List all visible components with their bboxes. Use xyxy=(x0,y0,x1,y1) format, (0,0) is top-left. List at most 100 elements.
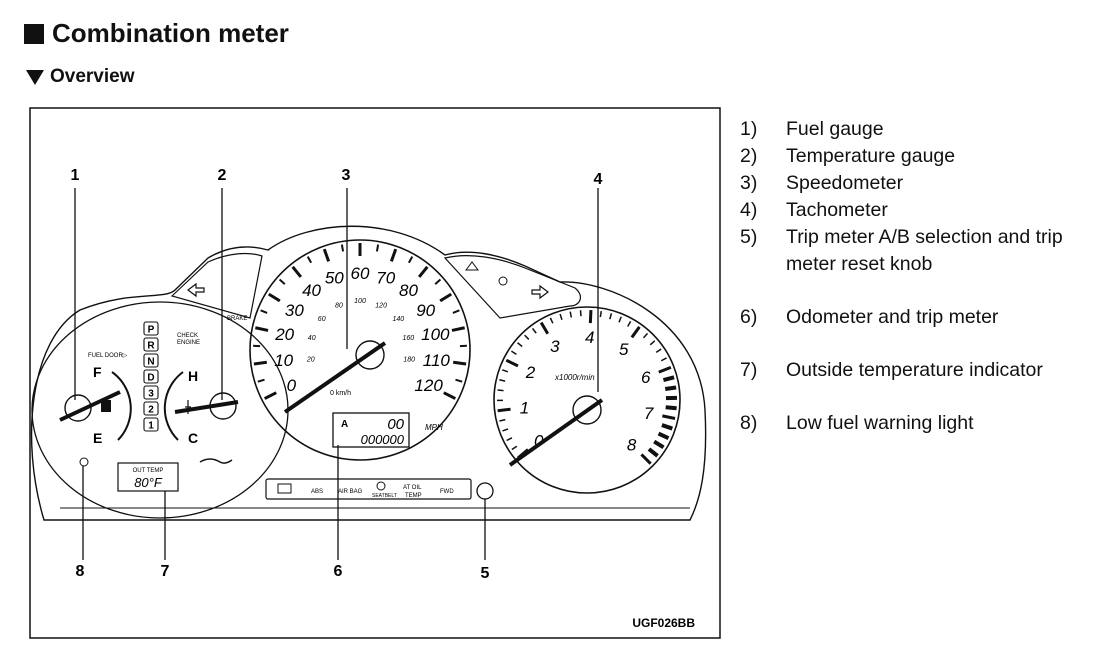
tachometer-tick xyxy=(642,332,649,339)
seatbelt-lamp-label: SEATBELT xyxy=(372,493,397,499)
speedometer-mph-label: 50 xyxy=(325,268,344,287)
legend-item-text: Speedometer xyxy=(786,172,904,194)
legend-item-text: Tachometer xyxy=(786,199,888,221)
tachometer-tick xyxy=(662,414,676,420)
callout-7: 7 xyxy=(161,563,170,580)
tachometer-label: 4 xyxy=(585,328,594,347)
tachometer-tick xyxy=(499,379,506,382)
tachometer-ticks xyxy=(496,310,678,465)
fuel-full-label: F xyxy=(93,364,102,380)
speedometer-tick xyxy=(417,265,429,278)
speedometer-tick xyxy=(452,309,460,314)
gear-label: D xyxy=(147,373,154,384)
speedometer-ticks xyxy=(253,243,467,400)
tachometer-tick xyxy=(653,439,665,450)
left-indicator-panel xyxy=(170,252,263,319)
coolant-temp-icon xyxy=(185,400,191,414)
tachometer-tick xyxy=(559,313,563,321)
gear-label: 3 xyxy=(148,389,154,400)
tachometer-tick xyxy=(599,311,603,318)
tachometer-label: 3 xyxy=(550,337,560,356)
tachometer-tick xyxy=(655,348,662,354)
fuel-gauge-hub xyxy=(64,394,92,422)
tachometer-tick xyxy=(502,428,509,432)
speedometer-tick xyxy=(375,244,380,252)
page-title-text: Combination meter xyxy=(52,18,289,48)
legend-item-text: Odometer and trip meter xyxy=(786,306,999,328)
tachometer-tick xyxy=(647,447,659,458)
tachometer-tick xyxy=(618,316,622,323)
speedometer-tick xyxy=(260,309,268,314)
tachometer-tick xyxy=(657,431,670,441)
outside-temp-display xyxy=(117,462,179,492)
tachometer-tick xyxy=(497,407,511,413)
speedometer-tick xyxy=(291,265,303,278)
gear-box xyxy=(143,353,159,368)
tachometer-label: 7 xyxy=(644,404,654,423)
tachometer-tick xyxy=(665,405,677,411)
tachometer-tick xyxy=(649,340,656,346)
temp-gauge-needle xyxy=(174,400,239,414)
speedometer-mph-label: 90 xyxy=(416,301,435,320)
gear-box xyxy=(143,369,159,384)
mph-unit-label: MPH xyxy=(425,423,443,432)
legend-item: 7)Outside temperature indicator xyxy=(740,357,1100,384)
tachometer-tick xyxy=(517,342,523,348)
speedometer-tick xyxy=(322,248,331,262)
triangle-down-icon xyxy=(26,69,44,85)
speedometer-tick xyxy=(439,292,453,303)
cluster-outline xyxy=(30,225,707,521)
legend-item-number: 3) xyxy=(740,172,758,194)
speedometer-tick xyxy=(340,244,345,252)
callout-5: 5 xyxy=(481,565,490,582)
tachometer-ring xyxy=(493,306,681,494)
legend-item: 5)Trip meter A/B selection and trip mete… xyxy=(740,224,1100,278)
fuel-pump-icon xyxy=(101,400,111,412)
speedometer-kmh-label: 40 xyxy=(308,335,316,342)
callout-numbers: 1 2 3 4 5 6 7 8 xyxy=(71,167,603,582)
check-engine-label-2: ENGINE xyxy=(177,340,200,346)
speedometer-tick xyxy=(434,278,442,285)
gear-label: 2 xyxy=(148,405,154,416)
speedometer-mph-label: 20 xyxy=(274,325,294,344)
gear-box xyxy=(143,321,159,336)
speedometer-tick xyxy=(451,326,465,332)
callout-2: 2 xyxy=(218,167,227,184)
callout-leaders xyxy=(74,188,599,560)
speedometer-mph-label: 60 xyxy=(351,264,370,283)
legend-item-number: 8) xyxy=(740,412,758,434)
speedometer-mph-label: 0 xyxy=(287,376,297,395)
callout-8: 8 xyxy=(76,563,85,580)
speedometer-ring xyxy=(249,239,471,461)
speedometer-tick xyxy=(267,292,281,303)
tachometer-tick xyxy=(539,321,550,335)
tachometer-unit: x1000r/min xyxy=(554,373,595,382)
fuel-gauge-needle xyxy=(59,390,121,422)
speedometer-tick xyxy=(389,248,398,262)
tachometer-tick xyxy=(660,357,667,362)
trip-reset-knob xyxy=(476,482,494,500)
tachometer-needle xyxy=(508,398,604,467)
speedometer-tick xyxy=(407,256,414,264)
tachometer-tick xyxy=(497,389,504,392)
legend-item-text: Outside temperature indicator xyxy=(786,359,1043,381)
tachometer-tick xyxy=(609,313,613,320)
tachometer-tick xyxy=(524,334,530,340)
tachometer-tick xyxy=(511,350,517,356)
abs-lamp-label: ABS xyxy=(311,489,323,495)
legend-item: 4)Tachometer xyxy=(740,197,1100,224)
fuel-empty-label: E xyxy=(93,430,102,446)
legend-item: 1)Fuel gauge xyxy=(740,116,1100,143)
callout-4: 4 xyxy=(594,171,603,188)
seatbelt-lamp-icon xyxy=(376,481,386,491)
figure-code: UGF026BB xyxy=(632,616,695,630)
speedometer-tick xyxy=(257,378,265,383)
speedometer-kmh-label: 60 xyxy=(318,316,326,323)
speedometer-kmh-label: 100 xyxy=(354,298,366,305)
fwd-lamp-label: FWD xyxy=(440,489,454,495)
speedometer-tick xyxy=(263,391,277,400)
tachometer-label: 6 xyxy=(641,368,651,387)
